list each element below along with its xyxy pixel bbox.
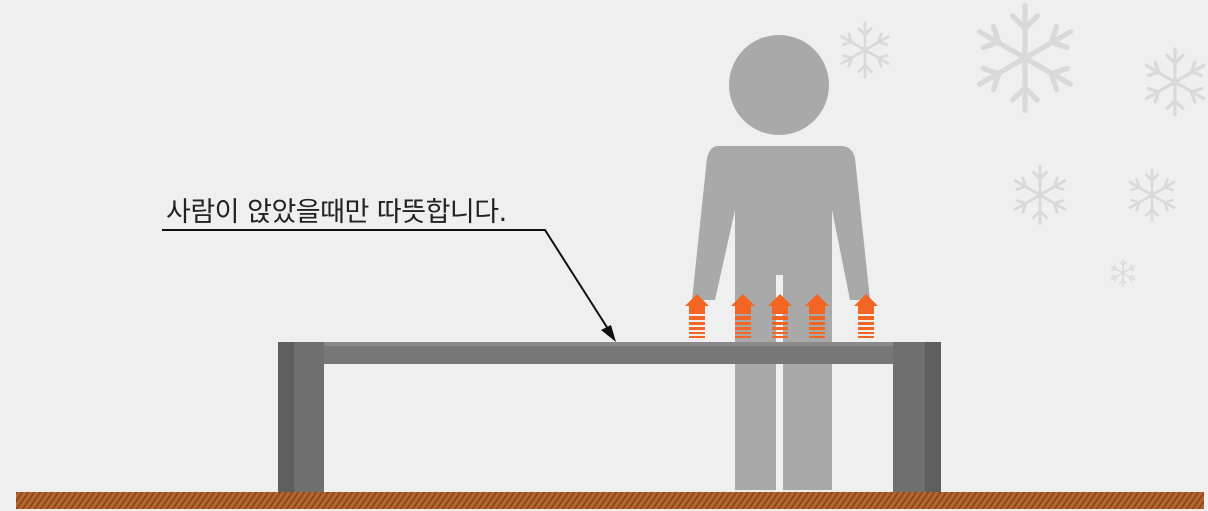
snowflake-icon [840,21,890,79]
floor [16,492,1204,509]
snowflake-icon [1110,258,1136,288]
snowflake-icon [1128,168,1176,222]
heat-arrow-icon [768,294,792,338]
heat-arrow-icon [854,294,878,338]
snowflake-icon [980,6,1071,111]
heat-arrow-icon [805,294,829,338]
snowflake-icon [1013,165,1067,225]
heated-bench [278,342,941,493]
callout-leader-line [162,229,616,342]
snowflake-icon [1144,47,1206,117]
heat-arrow-icon [685,294,709,338]
caption-text: 사람이 앉았을때만 따뜻합니다. [166,197,507,228]
heat-arrow-icon [731,294,755,338]
person-figure [692,35,870,490]
